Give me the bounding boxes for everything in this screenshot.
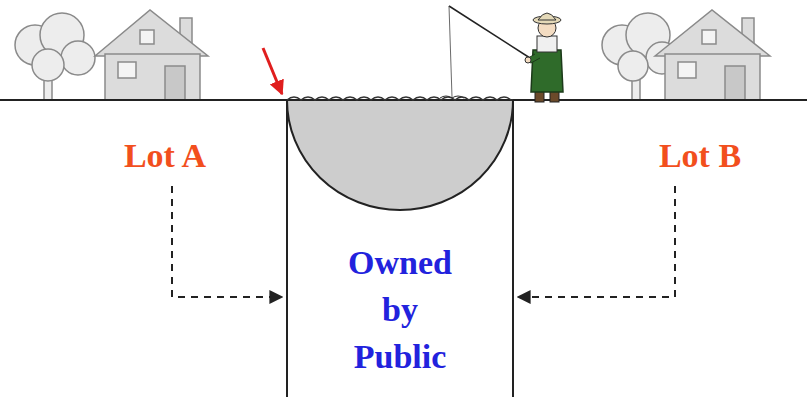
pointer-arrow <box>263 48 282 94</box>
pond <box>287 100 513 210</box>
lot-label: Lot A <box>124 132 206 179</box>
ownership-label: Owned by Public <box>338 239 463 380</box>
lot-label: Lot B <box>659 132 741 179</box>
house <box>655 10 770 100</box>
ground-line <box>0 99 287 101</box>
dashed-leader <box>172 186 282 297</box>
water-surface <box>287 97 513 100</box>
boundary-line <box>286 100 288 397</box>
house <box>95 10 208 100</box>
fisherman <box>440 6 563 102</box>
dashed-leader <box>518 186 675 297</box>
boundary-line <box>512 100 514 397</box>
tree <box>15 13 95 100</box>
